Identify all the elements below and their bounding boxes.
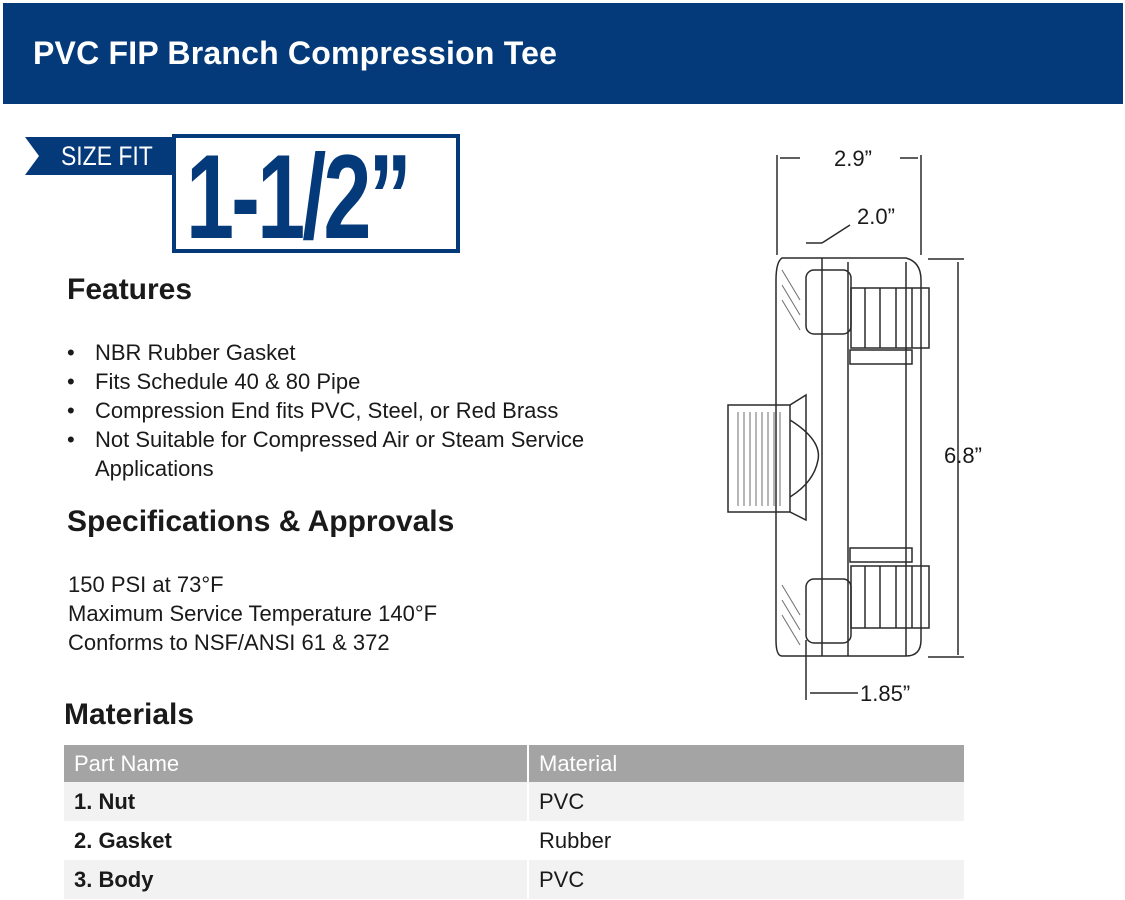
feature-item: •Fits Schedule 40 & 80 Pipe — [67, 369, 361, 394]
feature-item: •NBR Rubber Gasket — [67, 340, 296, 365]
part-name-cell: 3. Body — [74, 866, 154, 892]
header-banner: PVC FIP Branch Compression Tee — [3, 3, 1123, 104]
table-row: 1. Nut PVC — [64, 782, 964, 821]
specs-list: 150 PSI at 73°F Maximum Service Temperat… — [68, 570, 437, 657]
size-value: 1-1/2” — [186, 130, 412, 264]
table-row: 2. Gasket Rubber — [64, 821, 964, 860]
page-title: PVC FIP Branch Compression Tee — [33, 35, 558, 71]
bullet-icon: • — [67, 398, 75, 423]
bullet-icon: • — [67, 427, 75, 452]
column-header-part: Part Name — [74, 750, 180, 776]
dim-width-inner: 2.0” — [857, 204, 895, 229]
part-name-cell: 1. Nut — [74, 788, 136, 814]
features-heading: Features — [67, 273, 193, 306]
specs-heading: Specifications & Approvals — [67, 505, 455, 538]
dim-height: 6.8” — [944, 443, 982, 468]
materials-heading: Materials — [64, 698, 195, 731]
feature-item: •Not Suitable for Compressed Air or Stea… — [67, 427, 585, 481]
dim-width-outer: 2.9” — [834, 146, 872, 171]
material-cell: PVC — [527, 860, 964, 899]
feature-item: •Compression End fits PVC, Steel, or Red… — [67, 398, 559, 423]
features-list: •NBR Rubber Gasket •Fits Schedule 40 & 8… — [65, 338, 665, 483]
material-cell: Rubber — [527, 821, 964, 860]
table-header-row: Part Name Material — [64, 745, 964, 782]
spec-line: Maximum Service Temperature 140°F — [68, 601, 438, 626]
size-fit-ribbon: SIZE FIT — [25, 137, 175, 175]
column-header-material: Material — [527, 745, 964, 782]
bullet-icon: • — [67, 369, 75, 394]
spec-line: Conforms to NSF/ANSI 61 & 372 — [68, 630, 390, 655]
tee-technical-drawing: 2.9” 2.0” 6.8” 1.85” — [727, 146, 982, 706]
spec-line: 150 PSI at 73°F — [68, 572, 224, 597]
size-box: 1-1/2” — [172, 130, 460, 264]
materials-table: Part Name Material 1. Nut PVC 2. Gasket … — [64, 745, 964, 899]
material-cell: PVC — [527, 782, 964, 821]
table-row: 3. Body PVC — [64, 860, 964, 899]
size-fit-label: SIZE FIT — [61, 141, 153, 171]
bullet-icon: • — [67, 340, 75, 365]
part-name-cell: 2. Gasket — [74, 827, 172, 853]
dim-branch: 1.85” — [860, 681, 910, 706]
